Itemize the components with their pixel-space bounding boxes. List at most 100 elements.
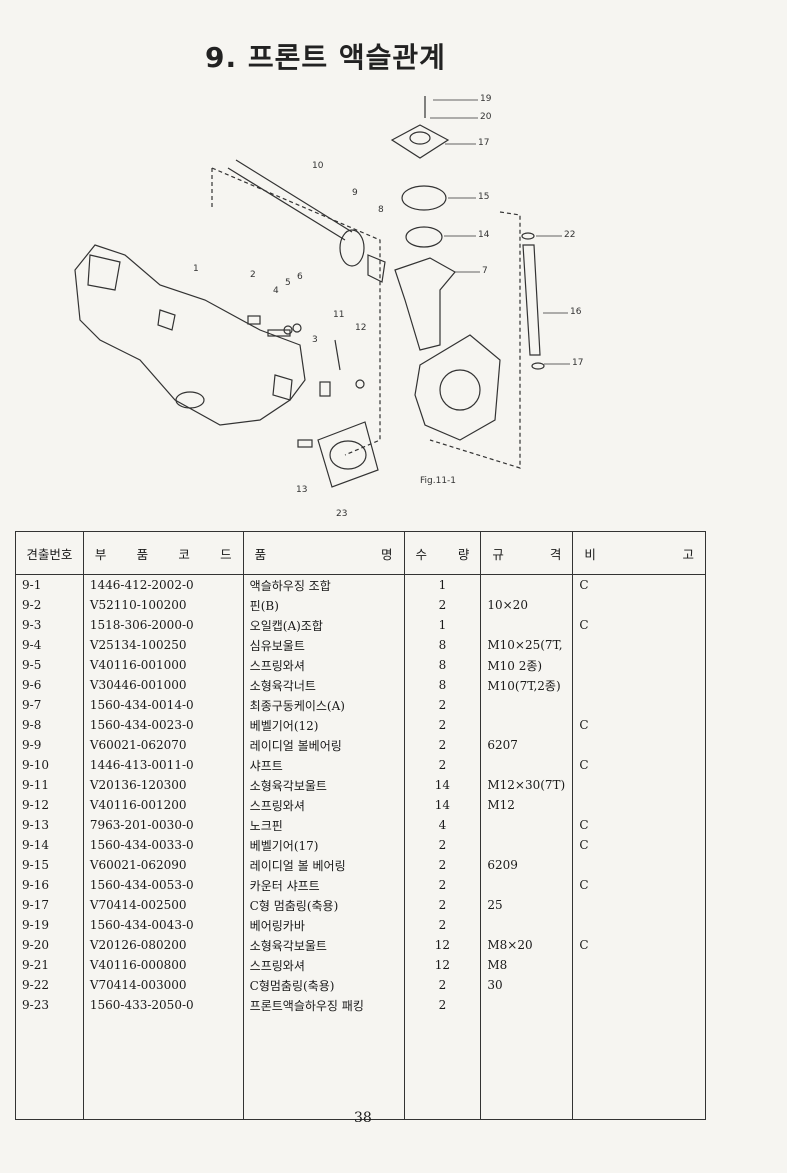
cell-no: 9-5 [15, 655, 84, 675]
cell-name: 핀(B) [242, 595, 405, 615]
cell-remark [572, 595, 706, 615]
callout-7: 7 [482, 266, 488, 276]
callout-8: 8 [378, 205, 384, 215]
cell-code: V40116-001200 [82, 795, 244, 815]
cell-remark [572, 795, 706, 815]
cell-no: 9-21 [15, 955, 84, 975]
cell-qty: 2 [403, 855, 482, 875]
callout-3: 3 [312, 335, 318, 345]
cell-no: 9-7 [15, 695, 84, 715]
cell-no: 9-16 [15, 875, 84, 895]
cell-name: 카운터 샤프트 [242, 875, 405, 895]
cell-spec [480, 835, 574, 855]
cell-spec: M8×20 [480, 935, 574, 955]
cell-name: 레이디얼 볼베어링 [242, 735, 405, 755]
cell-spec: M12 [480, 795, 574, 815]
cell-code: V70414-003000 [82, 975, 244, 995]
cell-spec: 6209 [480, 855, 574, 875]
cell-qty: 2 [403, 835, 482, 855]
cell-code: V70414-002500 [82, 895, 244, 915]
callout-17-label: 17 [572, 358, 584, 368]
cell-qty: 8 [403, 635, 482, 655]
callout-6: 6 [297, 272, 303, 282]
cell-name: 베벨기어(17) [242, 835, 405, 855]
cell-remark [572, 695, 706, 715]
cell-qty: 2 [403, 755, 482, 775]
callout-21: 20 [480, 112, 492, 122]
cell-name: C형 멈춤링(축용) [242, 895, 405, 915]
cell-remark [572, 955, 706, 975]
cell-no: 9-22 [15, 975, 84, 995]
header-no: 견출번호 [15, 531, 84, 575]
cell-code: V20126-080200 [82, 935, 244, 955]
cell-code: 1560-434-0023-0 [82, 715, 244, 735]
table-blank-row [15, 1015, 706, 1120]
cell-qty: 4 [403, 815, 482, 835]
cell-spec: M8 [480, 955, 574, 975]
cell-code: V25134-100250 [82, 635, 244, 655]
callout-16: 16 [570, 307, 582, 317]
cell-remark [572, 675, 706, 695]
cell-no: 9-1 [15, 574, 84, 595]
cell-remark: C [572, 935, 706, 955]
cell-remark [572, 635, 706, 655]
cell-no: 9-9 [15, 735, 84, 755]
cell-name: C형멈춤링(축용) [242, 975, 405, 995]
page-title: 9. 프론트 액슬관계 [205, 41, 446, 74]
cell-no: 9-2 [15, 595, 84, 615]
cell-name: 심유보울트 [242, 635, 405, 655]
cell-no: 9-13 [15, 815, 84, 835]
callout-14: 14 [478, 230, 490, 240]
cell-spec: M10(7T,2종) [480, 675, 574, 695]
cell-qty: 2 [403, 595, 482, 615]
cell-remark: C [572, 615, 706, 635]
counter-shaft-drawing [522, 244, 541, 356]
cell-qty: 1 [403, 615, 482, 635]
cell-name: 베어링카바 [242, 915, 405, 935]
cell-name: 프론트액슬하우징 패킹 [242, 995, 405, 1015]
cell-code: 1446-413-0011-0 [82, 755, 244, 775]
axle-housing-drawing [74, 244, 306, 426]
cell-remark: C [572, 715, 706, 735]
callout-1: 1 [193, 264, 199, 274]
cell-no: 9-8 [15, 715, 84, 735]
cell-code: V52110-100200 [82, 595, 244, 615]
callout-23: 23 [336, 509, 348, 519]
cell-spec: M10×25(7T, [480, 635, 574, 655]
cell-qty: 2 [403, 915, 482, 935]
cell-code: V40116-000800 [82, 955, 244, 975]
callout-11: 11 [333, 310, 345, 320]
cell-qty: 12 [403, 935, 482, 955]
cell-spec: M12×30(7T) [480, 775, 574, 795]
cell-code: 1560-434-0053-0 [82, 875, 244, 895]
cell-spec [480, 574, 574, 595]
callout-19: 17 [478, 138, 490, 148]
cell-spec [480, 875, 574, 895]
cell-qty: 2 [403, 695, 482, 715]
page-number: 38 [354, 1110, 372, 1126]
cell-code: 1518-306-2000-0 [82, 615, 244, 635]
cell-spec [480, 615, 574, 635]
cell-name: 최종구동케이스(A) [242, 695, 405, 715]
cell-remark [572, 735, 706, 755]
cell-name: 소형육각보울트 [242, 935, 405, 955]
callout-15: 15 [478, 192, 490, 202]
figure-label: Fig.11-1 [420, 476, 457, 486]
cell-qty: 2 [403, 895, 482, 915]
cell-no: 9-20 [15, 935, 84, 955]
bearing-cover-drawing [390, 124, 450, 159]
callout-20: 19 [480, 94, 492, 104]
callout-13: 13 [296, 485, 308, 495]
cell-spec [480, 915, 574, 935]
cell-code: V30446-001000 [82, 675, 244, 695]
